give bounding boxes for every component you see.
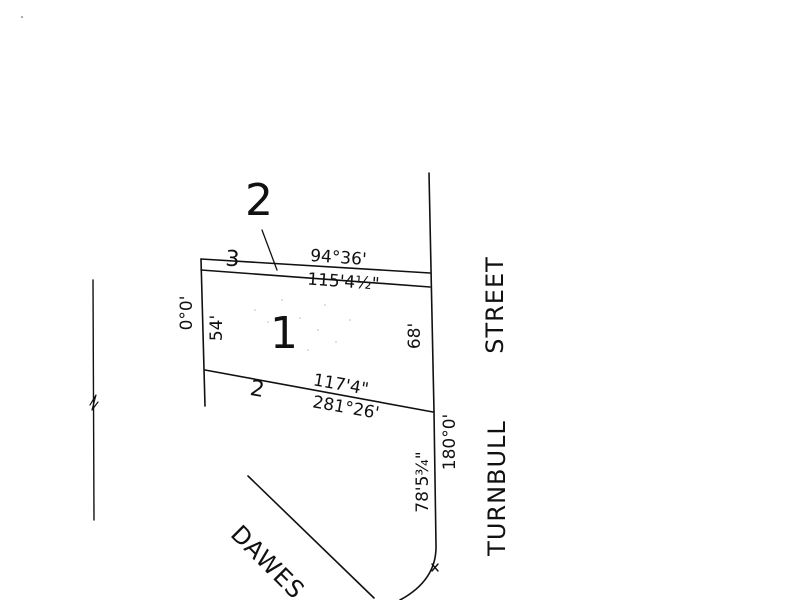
dawes-label: DAWES [225,520,310,600]
curve-distance-label: 78'5¾" [413,451,433,512]
street-label: STREET [481,256,509,354]
lot-2-lower-label: 2 [248,376,266,403]
speck [21,16,23,18]
east-bearing-label: 180°0' [440,414,460,470]
lot-3-north-line [200,258,431,274]
street-line-curve [399,411,437,600]
curve-point-mark [431,563,439,572]
east-distance-label: 68' [405,323,425,349]
lot-2-pointer-line [261,229,278,271]
turnbull-label: TURNBULL [483,420,511,557]
lot-1-shading [254,299,351,351]
north-bearing-label: 94°36' [310,246,368,270]
lot-1-north-line [200,269,431,288]
west-distance-label: 54' [207,315,227,341]
west-bearing-label: 0°0' [177,296,197,331]
lot-1-south-line [204,369,434,413]
dawes-street-line [247,475,375,599]
lot-1-label: 1 [270,308,298,359]
lot-3-label: 3 [225,247,241,273]
lot-2-upper-label: 2 [245,175,273,226]
street-line-upper [428,172,435,413]
north-distance-label: 115'4½" [307,270,380,295]
left-line-jog [89,394,99,411]
south-bearing-label: 281°26' [311,392,381,423]
lot-1-west-line [200,258,206,407]
